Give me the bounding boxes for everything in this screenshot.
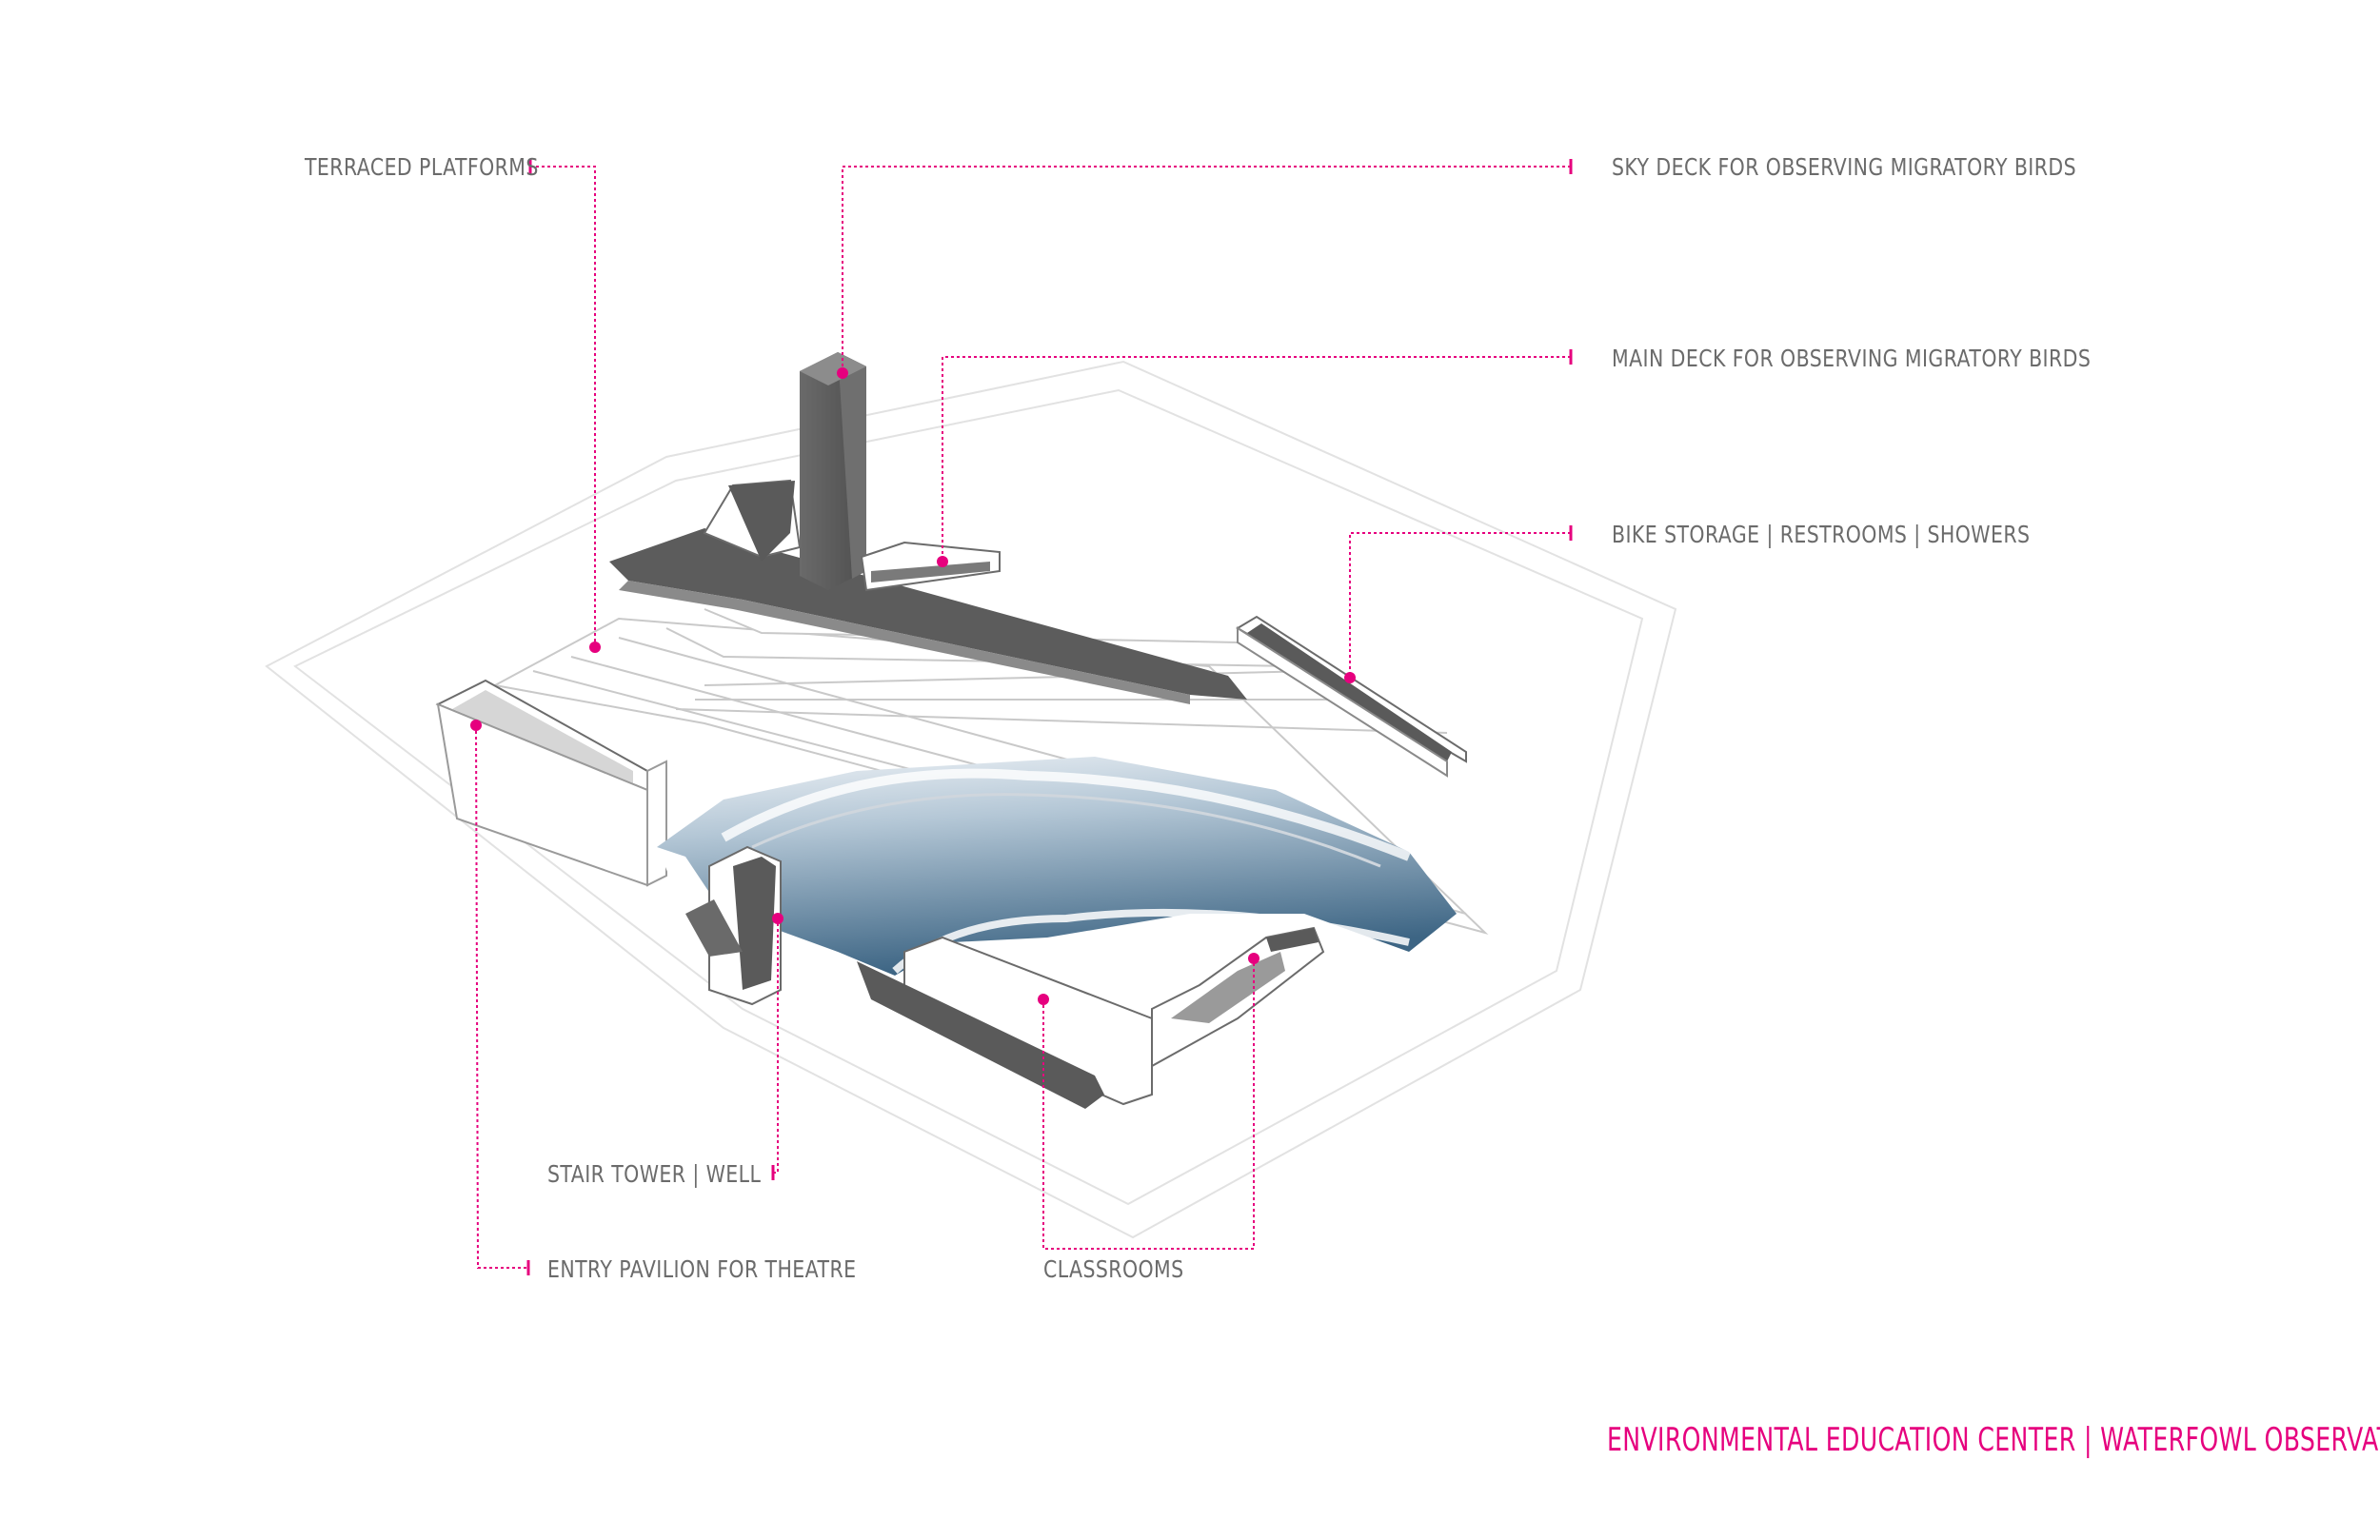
main-deck [860,541,1001,592]
bike-storage-building [1236,615,1467,778]
water-basin [657,757,1457,976]
diagram-title: ENVIRONMENTAL EDUCATION CENTER | WATERFO… [1607,1421,2380,1459]
label-main-deck: MAIN DECK FOR OBSERVING MIGRATORY BIRDS [1612,345,2092,372]
label-terraced-platforms: TERRACED PLATFORMS [305,153,539,181]
entry-pavilion [435,679,667,887]
label-classrooms: CLASSROOMS [1043,1255,1184,1283]
label-bike-storage: BIKE STORAGE | RESTROOMS | SHOWERS [1612,521,2031,548]
callout-leaders [475,166,1571,1269]
site-boundary [265,360,1677,1239]
observation-tower [703,352,866,590]
stair-tower [685,845,782,1006]
callout-dots [470,367,1356,1005]
label-stair-tower: STAIR TOWER | WELL [547,1160,762,1188]
classrooms-buildings [857,926,1325,1109]
label-sky-deck: SKY DECK FOR OBSERVING MIGRATORY BIRDS [1612,153,2077,181]
callout-end-ticks [526,159,1573,1275]
label-entry-pavilion: ENTRY PAVILION FOR THEATRE [547,1255,857,1283]
access-ramp [609,528,1247,704]
